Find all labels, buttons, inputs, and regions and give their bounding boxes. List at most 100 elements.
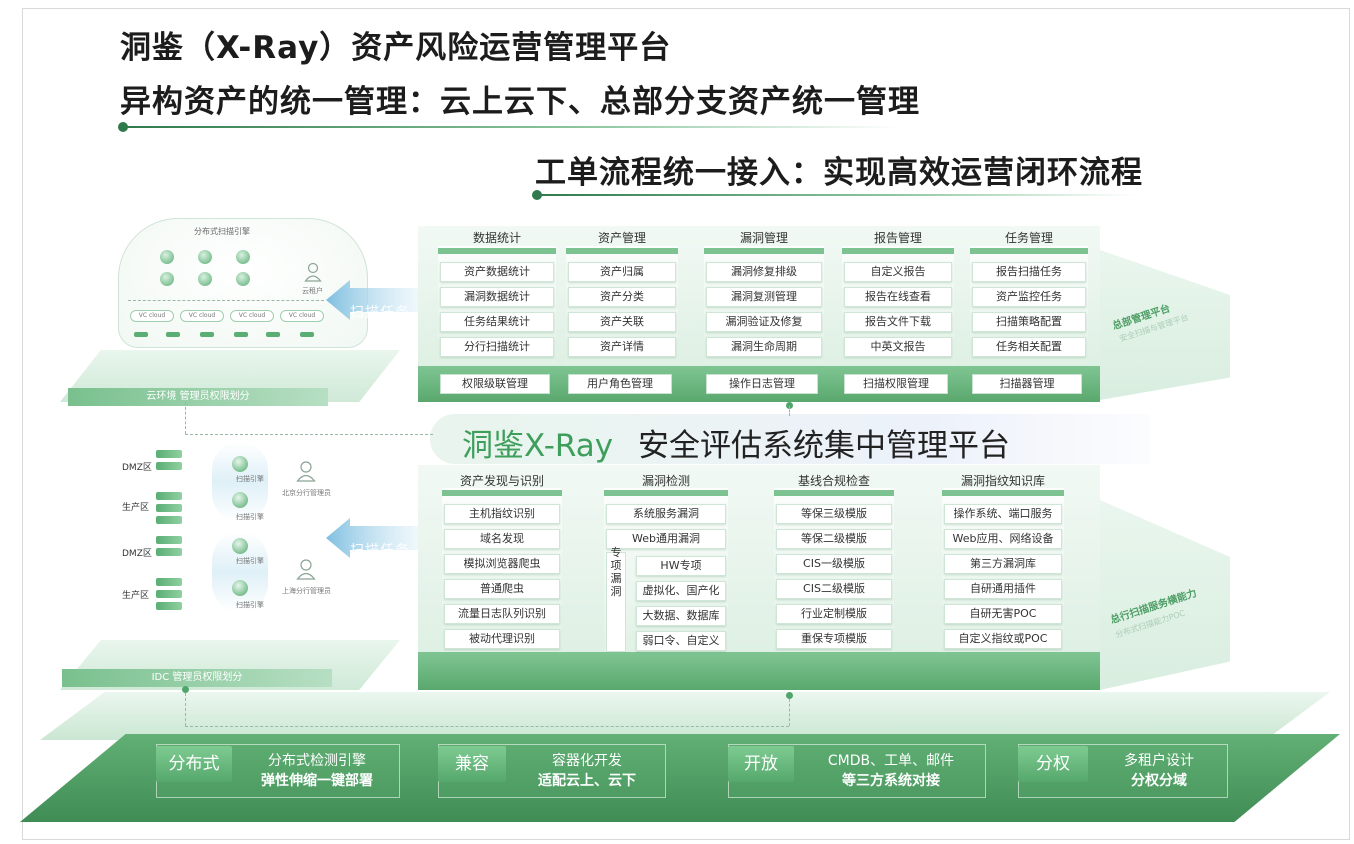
special-vuln-item: 弱口令、自定义: [636, 631, 726, 651]
module-item: 扫描策略配置: [972, 312, 1086, 332]
center-title: 安全评估系统集中管理平台: [638, 428, 1010, 464]
module-item: 自定义报告: [844, 262, 952, 282]
vpc-box: VC cloud: [130, 310, 174, 322]
module-item: 流量日志队列识别: [444, 604, 560, 624]
scanner-engine-icon: [232, 538, 248, 554]
scan-task-arrow-lower: [326, 518, 418, 558]
module-item: 资产分类: [568, 287, 676, 307]
module-heading-bar: [842, 248, 954, 254]
feature-tag: 兼容: [438, 746, 506, 782]
module-heading: 报告管理: [873, 231, 922, 245]
server-icon: [156, 492, 182, 500]
server-icon: [156, 590, 182, 598]
feature-line-1: 多租户设计: [1124, 753, 1194, 769]
scan-node-icon: [236, 272, 250, 286]
special-vuln-label: 专项漏洞: [610, 546, 622, 598]
scanner-halo: [212, 442, 268, 522]
connector-upper-center: [789, 406, 790, 416]
server-icon: [156, 602, 182, 610]
module-item: CIS一级模版: [776, 554, 892, 574]
connector-cloud-down: [185, 402, 186, 434]
zone-prod-label: 生产区: [122, 503, 150, 513]
special-vuln-item: HW专项: [636, 556, 726, 576]
module-heading: 漏洞检测: [641, 474, 690, 488]
module-heading: 漏洞管理: [739, 231, 788, 245]
zone-dmz-label: DMZ区: [122, 463, 152, 473]
shanghai-admin-label: 上海分行管理员: [282, 587, 331, 595]
scanner-engine-label: 扫描引擎: [236, 475, 264, 483]
cloud-permission-bar: 云环境 管理员权限划分: [68, 388, 328, 406]
center-brand: 洞鉴X-Ray: [462, 428, 614, 464]
scan-task-label-lower: 扫描任务: [350, 543, 410, 559]
module-heading-bar: [704, 248, 824, 254]
bottom-platform: [20, 734, 1340, 822]
module-item: 操作系统、端口服务: [944, 504, 1062, 524]
server-icon: [156, 516, 182, 524]
idc-permission-bar: IDC 管理员权限划分: [62, 669, 332, 687]
vpc-host-icon: [266, 332, 280, 337]
center-band: [430, 414, 1150, 464]
module-heading: 数据统计: [472, 231, 521, 245]
module-item: 自研无害POC: [944, 604, 1062, 624]
vpc-box: VC cloud: [180, 310, 224, 322]
vpc-host-icon: [166, 332, 180, 337]
scan-task-label-upper: 扫描任务: [350, 305, 410, 321]
module-item: 重保专项模版: [776, 629, 892, 649]
module-item: 自定义指纹或POC: [944, 629, 1062, 649]
module-heading-bar: [442, 490, 562, 496]
scanner-engine-icon: [232, 492, 248, 508]
module-item: 等保二级模版: [776, 529, 892, 549]
scan-node-icon: [198, 272, 212, 286]
scan-node-icon: [160, 250, 174, 264]
module-item: 等保三级模版: [776, 504, 892, 524]
cloud-tenant-user-icon: [304, 262, 322, 282]
module-item: 漏洞修复排级: [706, 262, 822, 282]
connector-dot-idc: [182, 686, 189, 693]
feature-line-2: 弹性伸缩一键部署: [261, 773, 373, 789]
connector-idc-down: [185, 688, 186, 726]
feature-description: 分布式检测引擎弹性伸缩一键部署: [234, 751, 400, 791]
vpc-box: VC cloud: [230, 310, 274, 322]
connector-lower-bottom: [789, 694, 790, 726]
module-item: 主机指纹识别: [444, 504, 560, 524]
module-heading: 任务管理: [1004, 231, 1053, 245]
module-heading-bar: [566, 248, 678, 254]
module-heading: 漏洞指纹知识库: [960, 474, 1045, 488]
special-vuln-item: 大数据、数据库: [636, 606, 726, 626]
vpc-divider: [128, 300, 324, 301]
vpc-host-icon: [134, 332, 148, 337]
slide-frame: [22, 8, 1350, 840]
branch-admin-user-icon: [296, 461, 316, 482]
module-item: 资产数据统计: [440, 262, 554, 282]
module-item: CIS二级模版: [776, 579, 892, 599]
module-item: 域名发现: [444, 529, 560, 549]
module-item: 漏洞验证及修复: [706, 312, 822, 332]
zone-prod-label: 生产区: [122, 591, 150, 601]
title-line-3: 工单流程统一接入：实现高效运营闭环流程: [535, 155, 1143, 191]
cloud-engine-label: 分布式扫描引擎: [194, 227, 250, 236]
server-icon: [156, 450, 182, 458]
scanner-engine-icon: [232, 456, 248, 472]
module-item: 普通爬虫: [444, 579, 560, 599]
connector-dot-upper: [786, 402, 793, 409]
module-item: 报告扫描任务: [972, 262, 1086, 282]
management-item: 扫描权限管理: [844, 374, 948, 394]
branch-admin-user-icon: [296, 559, 316, 580]
special-vuln-box: [606, 552, 626, 652]
vpc-host-icon: [234, 332, 248, 337]
zone-dmz-label: DMZ区: [122, 549, 152, 559]
management-item: 权限级联管理: [440, 374, 550, 394]
title-underline: [122, 126, 902, 128]
bottom-platform-top: [40, 692, 1330, 740]
feature-description: 多租户设计分权分域: [1090, 751, 1228, 791]
cloud-tenant-label: 云租户: [302, 287, 323, 295]
module-item: 资产归属: [568, 262, 676, 282]
module-item: 中英文报告: [844, 337, 952, 357]
feature-line-1: CMDB、工单、邮件: [827, 753, 955, 769]
scanner-engine-label: 扫描引擎: [236, 557, 264, 565]
module-item: 模拟浏览器爬虫: [444, 554, 560, 574]
module-item: 被动代理识别: [444, 629, 560, 649]
subtitle-underline: [536, 194, 1136, 196]
module-heading: 资产管理: [597, 231, 646, 245]
